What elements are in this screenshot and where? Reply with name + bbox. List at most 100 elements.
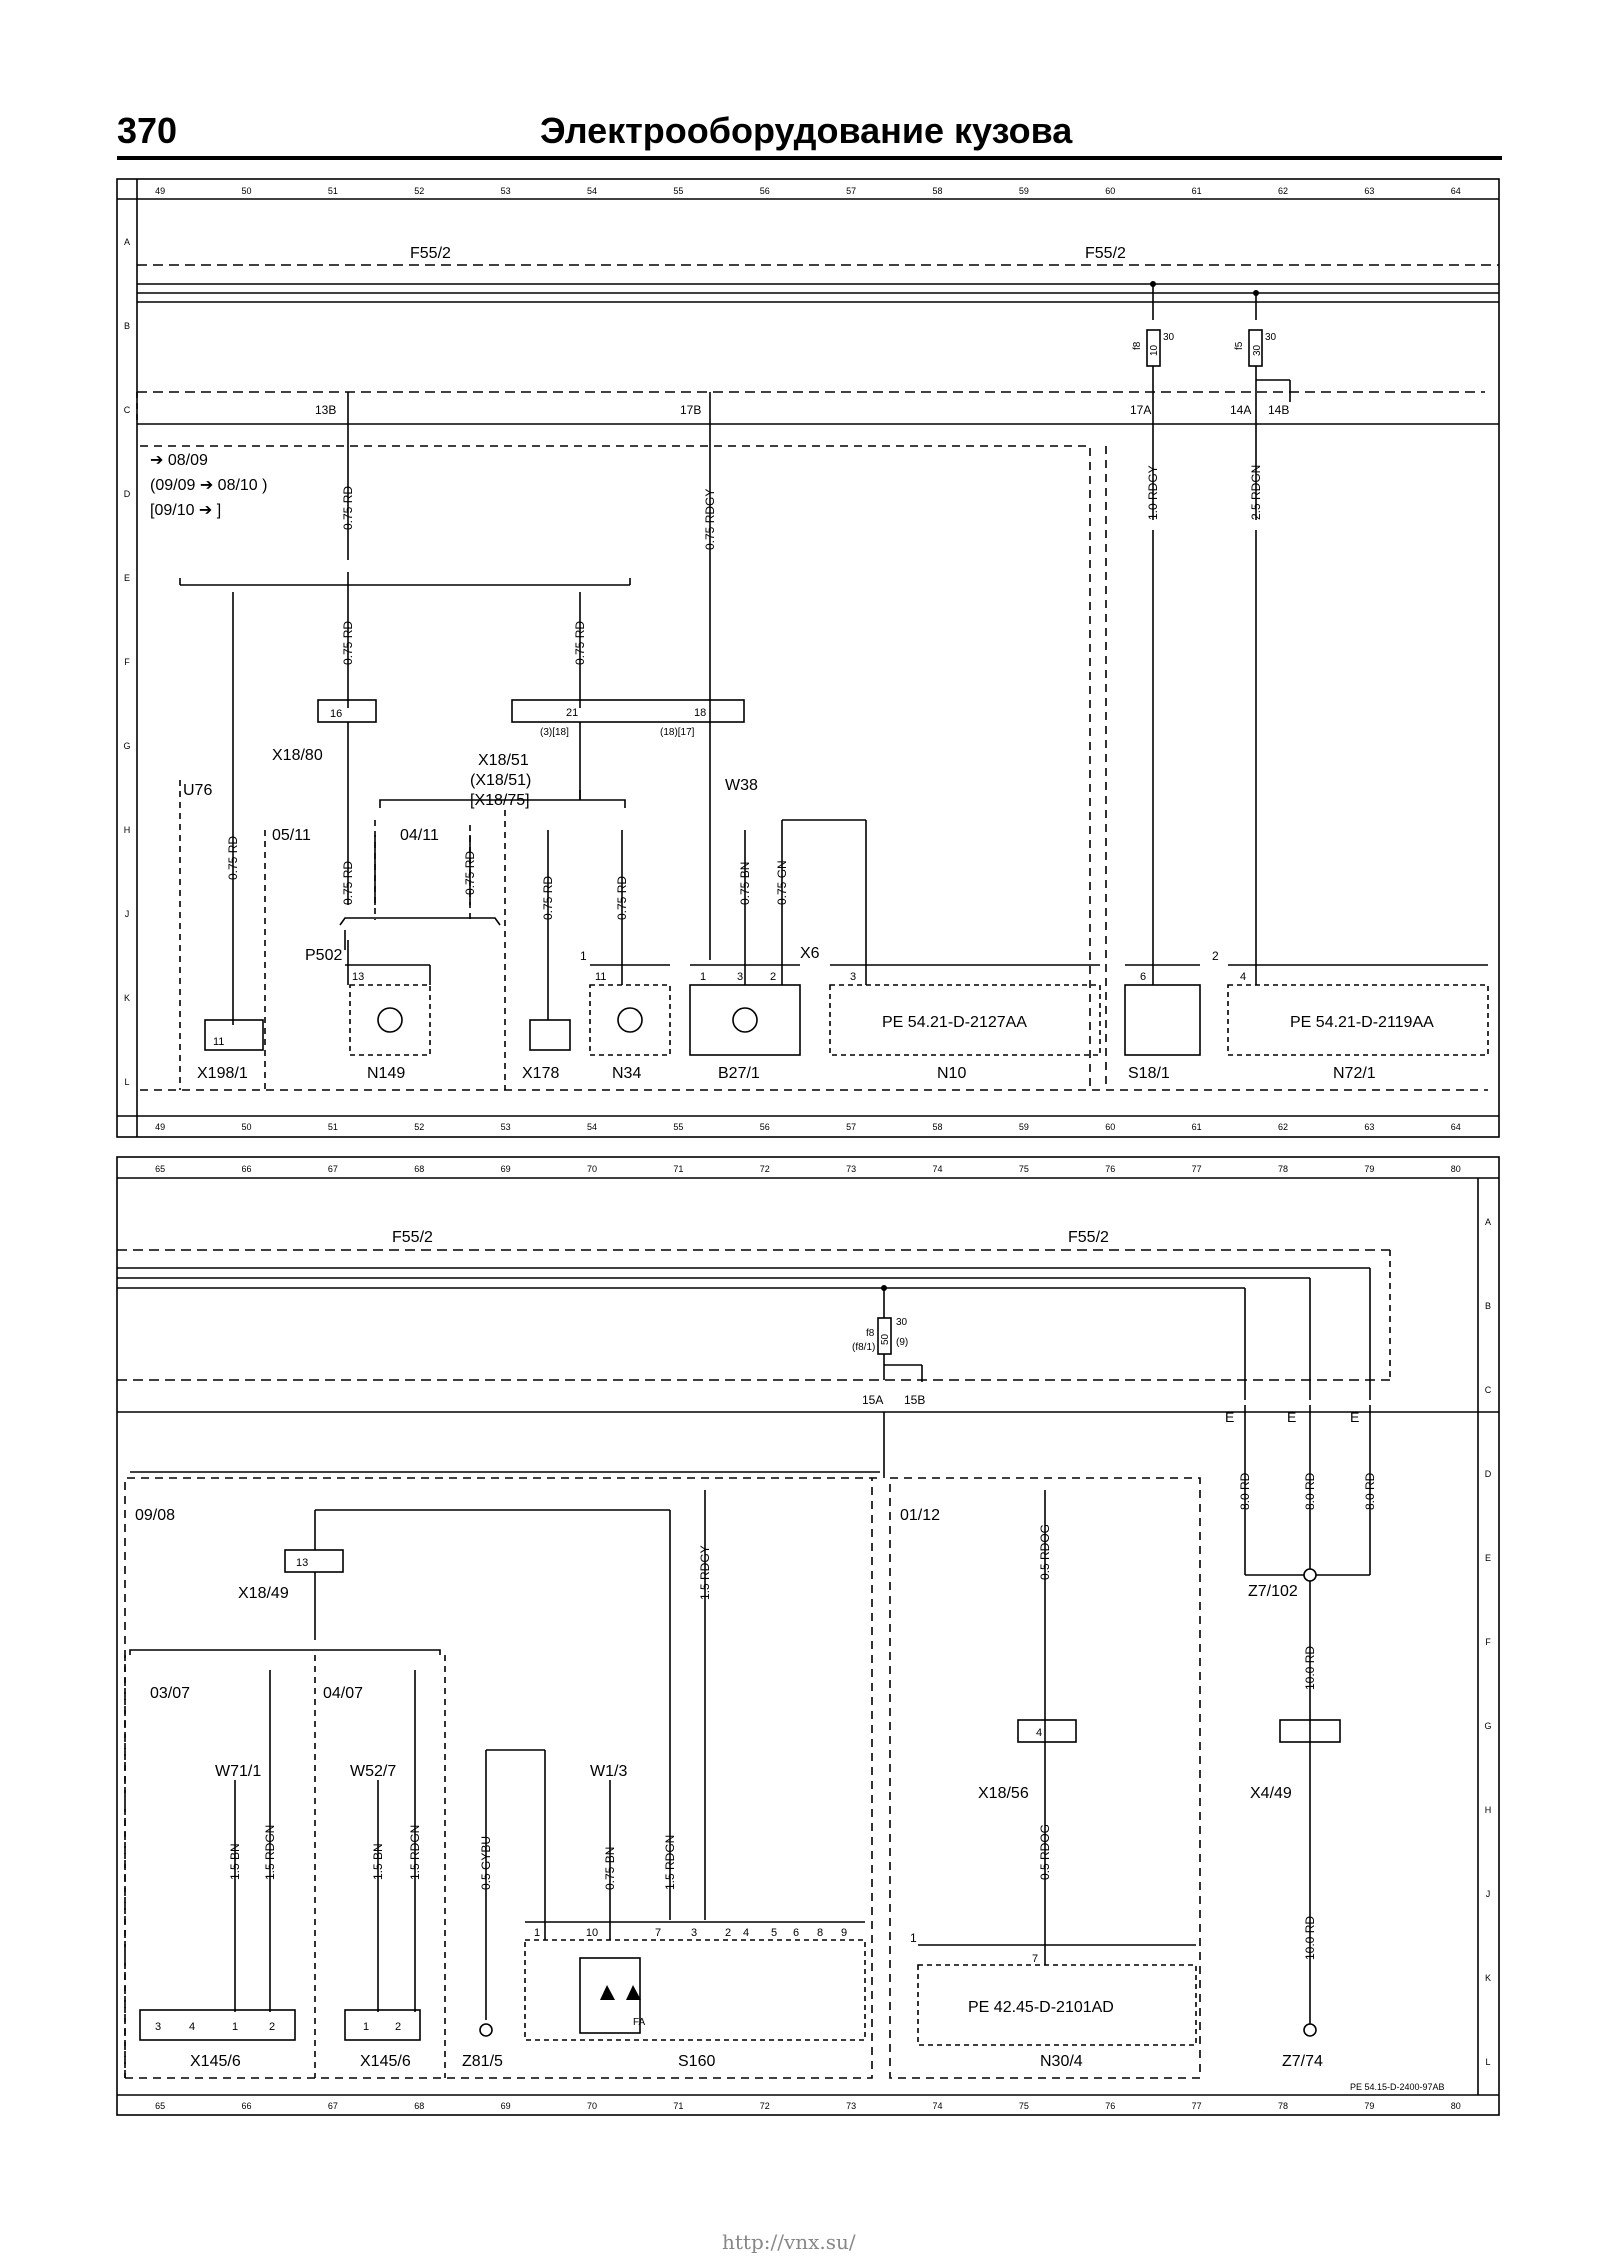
ruler-tick-label: 72 — [760, 2101, 770, 2111]
ruler-tick-label: 66 — [242, 1164, 252, 1174]
ruler-tick-label: 63 — [1364, 186, 1374, 196]
x1849-pin: 13 — [296, 1557, 308, 1569]
date-label: 04/07 — [323, 1685, 363, 1702]
fuse-name2: (f8/1) — [852, 1342, 875, 1353]
fuse1-amp: 10 — [1149, 344, 1160, 356]
ruler-tick-label: 51 — [328, 1122, 338, 1132]
ruler-tick-label: 70 — [587, 1164, 597, 1174]
upper-bus-label-right: F55/2 — [1085, 245, 1126, 262]
date-label: 03/07 — [150, 1685, 190, 1702]
fuse-name: f8 — [866, 1328, 875, 1339]
page-number: 370 — [117, 110, 178, 151]
version-line-2: (09/09 ➔ 08/10 ) — [150, 477, 267, 494]
ruler-tick-label: 57 — [846, 186, 856, 196]
ruler-tick-label: 49 — [155, 186, 165, 196]
ruler-row-label: G — [1484, 1721, 1491, 1731]
z7102-label: Z7/102 — [1248, 1583, 1298, 1600]
version-line-3: [09/10 ➔ ] — [150, 502, 221, 519]
ruler-row-label: D — [124, 489, 131, 499]
ruler-tick-label: 66 — [242, 2101, 252, 2111]
pin-label: 1 — [700, 971, 706, 983]
ruler-row-label: J — [1486, 1889, 1491, 1899]
ruler-row-label: L — [1485, 2057, 1490, 2067]
ruler-tick-label: 69 — [501, 2101, 511, 2111]
w13-label: W1/3 — [590, 1763, 627, 1780]
ruler-tick-label: 60 — [1105, 1122, 1115, 1132]
title-rule — [117, 156, 1502, 160]
ruler-tick-label: 54 — [587, 1122, 597, 1132]
s181-label: S18/1 — [1128, 1065, 1170, 1082]
date-label: 05/11 — [272, 827, 311, 844]
x1851-pin: 18 — [694, 707, 706, 719]
ruler-tick-label: 56 — [760, 1122, 770, 1132]
ruler-tick-label: 67 — [328, 2101, 338, 2111]
ruler-tick-label: 68 — [414, 1164, 424, 1174]
ground-e: E — [1225, 1409, 1234, 1425]
ruler-tick-label: 74 — [933, 2101, 943, 2111]
n72-ref: PE 54.21-D-2119AA — [1290, 1014, 1434, 1031]
fuse-pin2: (9) — [896, 1337, 908, 1348]
ruler-tick-label: 51 — [328, 186, 338, 196]
ruler-tick-label: 62 — [1278, 186, 1288, 196]
ruler-row-label: L — [124, 1077, 129, 1087]
pin-label: 6 — [1140, 971, 1146, 983]
ruler-tick-label: 70 — [587, 2101, 597, 2111]
ruler-tick-label: 76 — [1105, 2101, 1115, 2111]
pin-label: 2 — [1212, 949, 1219, 963]
wire-label: 1.0 RDGY — [1146, 465, 1160, 520]
lower-panel-frame — [116, 1156, 1500, 2116]
n721-label: N72/1 — [1333, 1065, 1376, 1082]
ruler-tick-label: 52 — [414, 1122, 424, 1132]
pin-label: 1 — [534, 1927, 540, 1939]
wire-label: 1.5 BN — [371, 1843, 385, 1880]
fuse1-pin: 30 — [1163, 332, 1175, 343]
p502-label: P502 — [305, 947, 342, 964]
wire-label: 0.75 RD — [541, 876, 555, 920]
splice-15a: 15A — [862, 1393, 883, 1407]
n30-pin: 1 — [910, 1931, 917, 1945]
n34-label: N34 — [612, 1065, 641, 1082]
wire-label: 1.5 RDGN — [263, 1825, 277, 1880]
ruler-tick-label: 63 — [1364, 1122, 1374, 1132]
date-label: 01/12 — [900, 1507, 940, 1524]
pin-label: 3 — [155, 2021, 161, 2033]
n304-label: N30/4 — [1040, 2053, 1083, 2070]
x1851-pin: (3)[18] — [540, 727, 569, 738]
w711-label: W71/1 — [215, 1763, 261, 1780]
pin-label: 11 — [213, 1036, 224, 1048]
wire-label: 0.75 RD — [341, 861, 355, 905]
splice-13b: 13B — [315, 403, 336, 417]
n30-ref: PE 42.45-D-2101AD — [968, 1999, 1114, 2016]
x1851-pin: (18)[17] — [660, 727, 695, 738]
ground-e: E — [1350, 1409, 1359, 1425]
pin-label: 6 — [793, 1927, 799, 1939]
x1880-pin: 16 — [330, 708, 342, 720]
ruler-tick-label: 78 — [1278, 2101, 1288, 2111]
ruler-tick-label: 53 — [501, 1122, 511, 1132]
ruler-tick-label: 79 — [1364, 1164, 1374, 1174]
pin-label: 3 — [737, 971, 743, 983]
wire-label: 1.5 BN — [228, 1843, 242, 1880]
upper-panel-frame — [116, 178, 1500, 1138]
ruler-tick-label: 57 — [846, 1122, 856, 1132]
date-label: 09/08 — [135, 1507, 175, 1524]
ruler-row-label: A — [1485, 1217, 1491, 1227]
ruler-tick-label: 73 — [846, 1164, 856, 1174]
wire-label: 8.0 RD — [1363, 1472, 1377, 1510]
splice-14a: 14A — [1230, 403, 1251, 417]
ruler-row-label: E — [1485, 1553, 1491, 1563]
ruler-tick-label: 58 — [933, 1122, 943, 1132]
ruler-tick-label: 69 — [501, 1164, 511, 1174]
wire-label: 0.75 RD — [341, 486, 355, 530]
ruler-tick-label: 64 — [1451, 1122, 1461, 1132]
wire-label: 0.75 RD — [573, 621, 587, 665]
s160-label: S160 — [678, 2053, 715, 2070]
ruler-tick-label: 59 — [1019, 1122, 1029, 1132]
pin-label: 3 — [691, 1927, 697, 1939]
ruler-row-label: H — [1485, 1805, 1492, 1815]
pin-label: 2 — [770, 971, 776, 983]
n10-label: N10 — [937, 1065, 966, 1082]
ruler-tick-label: 71 — [673, 1164, 683, 1174]
x1851-label: (X18/51) — [470, 772, 531, 789]
footer-url[interactable]: http://vnx.su/ — [722, 2230, 856, 2254]
